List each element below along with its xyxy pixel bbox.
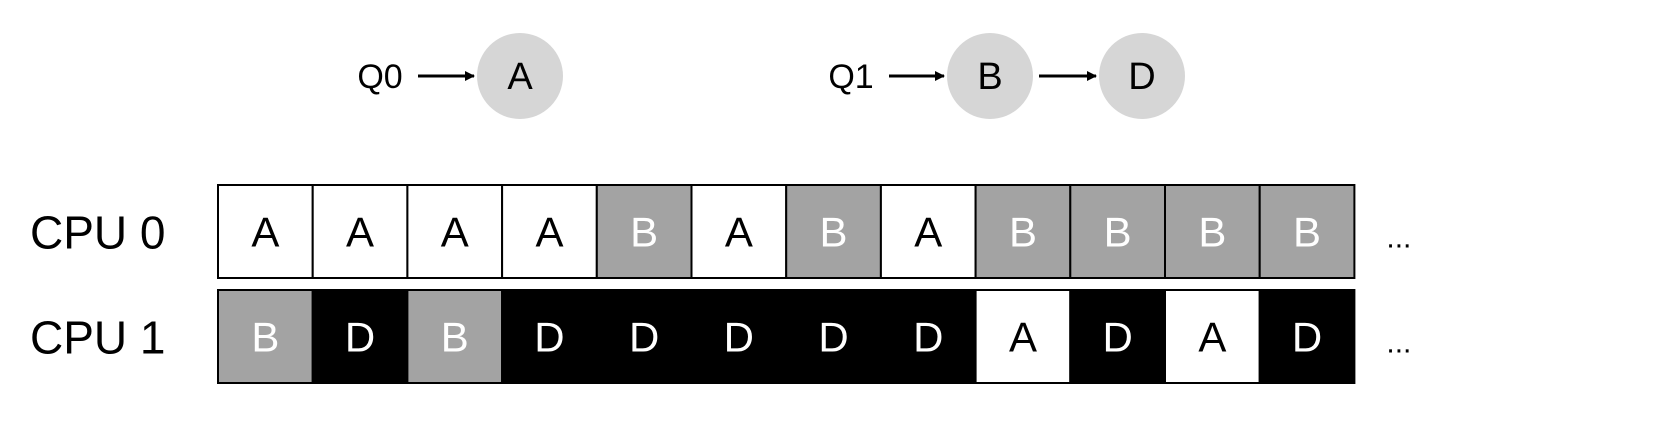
queue-0: Q0 A (357, 33, 563, 119)
time-slot (785, 289, 882, 384)
time-slot (690, 289, 788, 384)
queue-1: Q1 B D (828, 33, 1185, 119)
time-slot-label: A (914, 209, 942, 256)
time-slot (311, 184, 409, 279)
time-slot-label: B (630, 209, 658, 256)
time-slot-label: A (346, 209, 374, 256)
time-slot-label: D (534, 314, 564, 361)
queue-label: Q1 (828, 58, 873, 96)
queues-layer: Q0 A Q1 B D (357, 33, 1185, 119)
time-slot-label: B (820, 209, 848, 256)
job-node-label: D (1128, 56, 1155, 98)
time-slot (1258, 184, 1356, 279)
time-slot-label: D (913, 314, 943, 361)
time-slot-label: D (724, 314, 754, 361)
time-slot-label: D (818, 314, 848, 361)
cpu-label: CPU 1 (30, 312, 165, 364)
time-slot-label: A (535, 209, 563, 256)
time-slot (1164, 184, 1261, 279)
cpu-row-1: CPU 1 B D B D D D D D A D A D... (30, 289, 1411, 384)
time-slot (595, 289, 693, 384)
continuation-ellipsis: ... (1386, 222, 1411, 255)
time-slot-label: D (1102, 314, 1132, 361)
job-node-label: A (507, 56, 533, 98)
time-slot-label: A (725, 209, 753, 256)
time-slot (217, 289, 314, 384)
time-slot (1069, 289, 1167, 384)
time-slot (406, 289, 504, 384)
time-slot (879, 184, 977, 279)
time-slot-label: A (441, 209, 469, 256)
time-slot-label: A (251, 209, 279, 256)
time-slot (1258, 289, 1356, 384)
time-slot-label: D (1292, 314, 1322, 361)
time-slot (501, 289, 598, 384)
time-slot (690, 184, 788, 279)
time-slot-label: B (1009, 209, 1037, 256)
cpu-row-0: CPU 0 A A A A B A B A B B B B... (30, 184, 1411, 279)
continuation-ellipsis: ... (1386, 327, 1411, 360)
time-slot-label: B (1104, 209, 1132, 256)
cpu-timeline-layer: CPU 0 A A A A B A B A B B B B... CPU 1 B D B D D D D D A D A D... (30, 184, 1411, 384)
time-slot (1164, 289, 1261, 384)
time-slot-label: D (345, 314, 375, 361)
job-node (1099, 33, 1185, 119)
time-slot-label: D (629, 314, 659, 361)
time-slot (785, 184, 882, 279)
time-slot (311, 289, 409, 384)
cpu-label: CPU 0 (30, 207, 165, 259)
time-slot-label: A (1009, 314, 1037, 361)
job-node (477, 33, 563, 119)
time-slot (879, 289, 977, 384)
job-node (947, 33, 1033, 119)
job-node-label: B (977, 56, 1002, 98)
time-slot (217, 184, 314, 279)
time-slot-label: B (251, 314, 279, 361)
time-slot-label: A (1198, 314, 1226, 361)
time-slot-label: B (1293, 209, 1321, 256)
time-slot-label: B (1198, 209, 1226, 256)
time-slot (974, 184, 1072, 279)
queue-label: Q0 (357, 58, 402, 96)
time-slot-label: B (441, 314, 469, 361)
